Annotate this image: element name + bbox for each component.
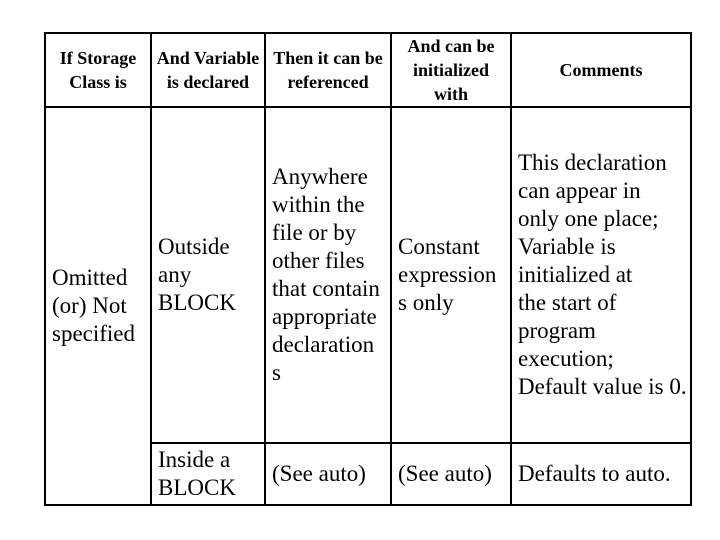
- header-cell-comments: Comments: [510, 32, 692, 108]
- header-cell-variable-declared: And Variable is declared: [150, 32, 266, 108]
- table-row-inside-block: Inside a BLOCK (See auto) (See auto) Def…: [45, 442, 692, 506]
- cell-comments-declaration: This declaration can appear in only one …: [510, 106, 692, 444]
- cell-declared-outside-block: Outside any BLOCK: [150, 106, 266, 444]
- cell-comments-defaults-auto: Defaults to auto.: [510, 442, 692, 506]
- header-cell-storage-class: If Storage Class is: [44, 32, 152, 108]
- cell-referenced-anywhere: Anywhere within the file or by other fil…: [264, 106, 392, 444]
- cell-referenced-see-auto: (See auto): [264, 442, 392, 506]
- cell-initialized-constant: Constant expression s only: [390, 106, 512, 444]
- cell-declared-inside-block: Inside a BLOCK: [150, 442, 266, 506]
- table-row-outside-block: Omitted (or) Not specified Outside any B…: [44, 106, 692, 506]
- table-header-row: If Storage Class is And Variable is decl…: [44, 32, 692, 108]
- header-cell-referenced: Then it can be referenced: [264, 32, 392, 108]
- storage-class-table: If Storage Class is And Variable is decl…: [44, 32, 692, 506]
- cell-storage-class-omitted: Omitted (or) Not specified: [44, 106, 152, 506]
- cell-initialized-see-auto: (See auto): [390, 442, 512, 506]
- header-cell-initialized: And can be initialized with: [390, 32, 512, 108]
